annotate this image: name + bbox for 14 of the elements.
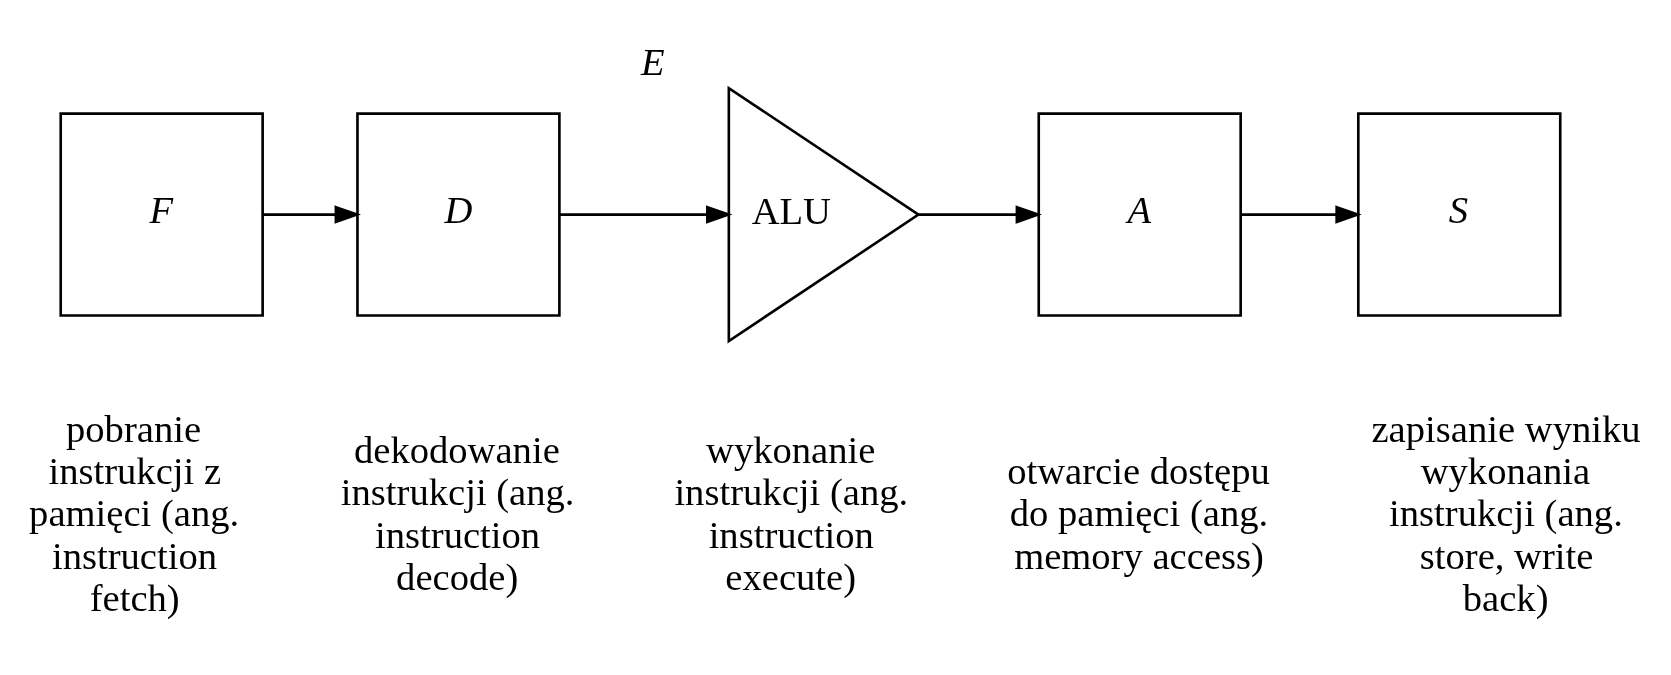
node-label: wykonanie instrukcji (ang. instruction execute) [674, 429, 909, 598]
arrow [1240, 205, 1362, 224]
node-label: E [641, 41, 665, 84]
node-box: A [1037, 112, 1242, 317]
node-box: D [356, 112, 561, 317]
node-label: zapisanie wyniku wykonania instrukcji (ang. store, write back) [1371, 408, 1641, 619]
node-label: pobranie instrukcji z pamięci (ang. instruction fetch) [29, 408, 240, 619]
arrow [919, 205, 1042, 224]
node-label: dekodowanie instrukcji (ang. instruction decode) [340, 429, 575, 598]
node-label: otwarcie dostępu do pamięci (ang. memory access) [1007, 450, 1270, 577]
node-box: S [1357, 112, 1562, 317]
arrow [559, 205, 733, 224]
node-box: F [59, 112, 264, 317]
arrow [263, 205, 361, 224]
